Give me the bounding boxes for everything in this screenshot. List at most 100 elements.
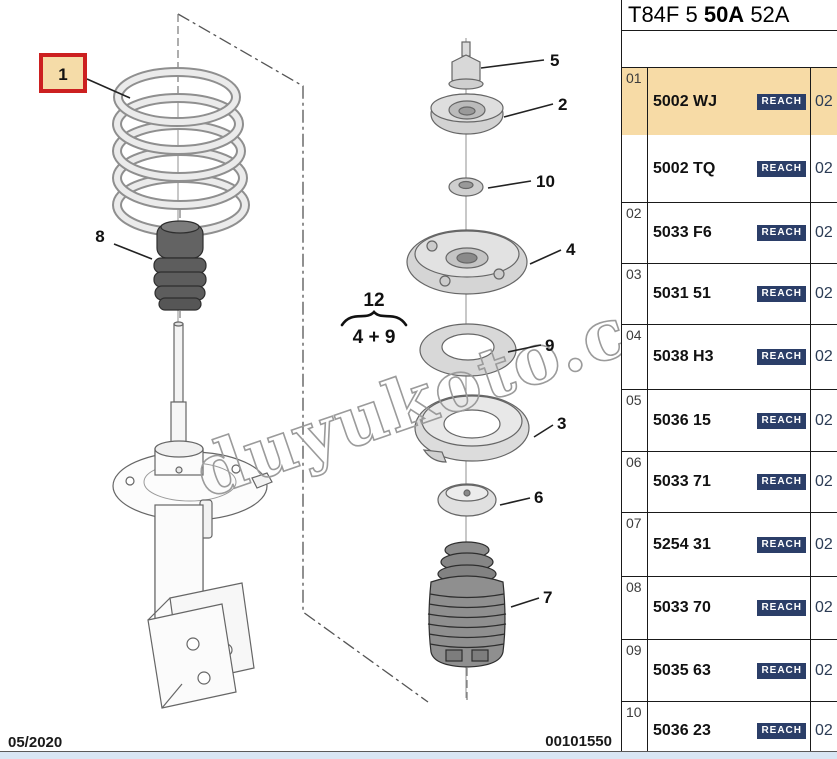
- horizontal-scrollbar[interactable]: [0, 751, 837, 759]
- reach-badge[interactable]: REACH: [757, 600, 806, 616]
- title-variant: 52A: [750, 2, 790, 27]
- quantity-cell: 02: [810, 68, 837, 135]
- watermark-text: duyukoto.com: [185, 248, 622, 514]
- bump-stop-illustration: [153, 220, 207, 311]
- quantity-cell: 02: [810, 513, 837, 576]
- reach-badge[interactable]: REACH: [757, 349, 806, 365]
- dust-boot-illustration: [427, 541, 507, 700]
- reach-badge[interactable]: REACH: [757, 225, 806, 241]
- quantity-cell: 02: [810, 452, 837, 512]
- svg-text:6: 6: [534, 488, 543, 507]
- part-code[interactable]: 5036 15: [653, 411, 711, 429]
- table-row[interactable]: 06 5033 71 REACH 02: [622, 452, 837, 513]
- row-number: 04: [622, 325, 648, 389]
- callout-5[interactable]: 5: [480, 51, 559, 70]
- callout-10[interactable]: 10: [487, 172, 555, 191]
- table-row[interactable]: 02 5033 F6 REACH 02: [622, 203, 837, 264]
- phantom-outline: [177, 13, 429, 703]
- part-code[interactable]: 5038 H3: [653, 348, 714, 365]
- washer-illustration: [448, 177, 484, 197]
- title-model: T84F 5: [628, 2, 698, 27]
- row-number: 06: [622, 452, 648, 512]
- svg-text:5: 5: [550, 51, 559, 70]
- table-row[interactable]: 04 5038 H3 REACH 02: [622, 325, 837, 390]
- reach-badge[interactable]: REACH: [757, 662, 806, 679]
- table-row[interactable]: 5002 WJ REACH 02: [648, 68, 837, 135]
- table-gap-row: [622, 31, 837, 68]
- reach-badge[interactable]: REACH: [757, 474, 806, 490]
- row-number: 08: [622, 577, 648, 639]
- row-number: 10: [622, 702, 648, 759]
- row-number: 03: [622, 264, 648, 324]
- row-number: 07: [622, 513, 648, 576]
- table-row[interactable]: 5002 TQ REACH 02: [648, 135, 837, 202]
- row-number: 05: [622, 390, 648, 451]
- nut-illustration: [448, 41, 484, 90]
- footer-doc-number: 00101550: [545, 733, 612, 750]
- table-row[interactable]: 03 5031 51 REACH 02: [622, 264, 837, 325]
- table-row[interactable]: 10 5036 23 REACH 02: [622, 702, 837, 759]
- quantity-cell: 02: [810, 203, 837, 263]
- mount-cup-illustration: [430, 93, 504, 135]
- svg-text:3: 3: [557, 414, 566, 433]
- table-row[interactable]: 05 5036 15 REACH 02: [622, 390, 837, 452]
- part-code[interactable]: 5002 TQ: [653, 159, 716, 177]
- part-code[interactable]: 5031 51: [653, 285, 711, 302]
- svg-text:7: 7: [543, 588, 552, 607]
- reach-badge[interactable]: REACH: [757, 722, 806, 739]
- callout-3[interactable]: 3: [533, 414, 566, 438]
- part-code[interactable]: 5002 WJ: [653, 92, 718, 110]
- reach-badge[interactable]: REACH: [757, 286, 806, 302]
- part-code[interactable]: 5254 31: [653, 535, 711, 553]
- callout-2[interactable]: 2: [503, 95, 567, 118]
- svg-text:10: 10: [536, 172, 555, 191]
- reach-badge[interactable]: REACH: [757, 160, 806, 177]
- part-code[interactable]: 5033 71: [653, 473, 711, 490]
- quantity-cell: 02: [810, 390, 837, 451]
- row-number: 09: [622, 640, 648, 701]
- callout-6[interactable]: 6: [499, 488, 543, 507]
- svg-text:4 + 9: 4 + 9: [353, 327, 396, 348]
- table-row[interactable]: 08 5033 70 REACH 02: [622, 577, 837, 640]
- svg-text:12: 12: [363, 290, 384, 311]
- table-row-group-01[interactable]: 01 5002 WJ REACH 02 5002 TQ REACH 02: [622, 68, 837, 203]
- cap-illustration: [437, 483, 497, 517]
- quantity-cell: 02: [810, 577, 837, 639]
- callout-7[interactable]: 7: [510, 588, 552, 608]
- quantity-cell: 02: [810, 640, 837, 701]
- part-code[interactable]: 5035 63: [653, 661, 711, 679]
- table-row[interactable]: 07 5254 31 REACH 02: [622, 513, 837, 577]
- part-code[interactable]: 5036 23: [653, 721, 711, 739]
- callout-1-selected[interactable]: 1: [39, 53, 131, 99]
- svg-text:2: 2: [558, 95, 567, 114]
- reach-badge[interactable]: REACH: [757, 412, 806, 429]
- callout-9[interactable]: 9: [507, 336, 554, 355]
- svg-text:9: 9: [545, 336, 554, 355]
- bearing-illustration: [419, 323, 517, 377]
- page-title: T84F 5 50A 52A: [622, 0, 837, 31]
- callout-8[interactable]: 8: [95, 227, 153, 260]
- callout-group-12[interactable]: 12 4 + 9: [340, 290, 408, 348]
- callout-4[interactable]: 4: [529, 240, 576, 265]
- part-code[interactable]: 5033 70: [653, 599, 711, 616]
- strut-mount-illustration: [406, 229, 528, 295]
- quantity-cell: 02: [810, 702, 837, 759]
- quantity-cell: 02: [810, 135, 837, 202]
- svg-text:4: 4: [566, 240, 576, 259]
- callout-1-label: 1: [58, 65, 67, 84]
- coil-spring-illustration: [112, 67, 250, 237]
- quantity-cell: 02: [810, 325, 837, 389]
- spring-seat-illustration: [414, 394, 530, 463]
- reach-badge[interactable]: REACH: [757, 93, 806, 110]
- svg-text:8: 8: [95, 227, 104, 246]
- strut-illustration: [112, 321, 273, 709]
- table-row[interactable]: 09 5035 63 REACH 02: [622, 640, 837, 702]
- reach-badge[interactable]: REACH: [757, 536, 806, 553]
- footer-date: 05/2020: [8, 734, 62, 751]
- row-number: 01: [622, 68, 648, 202]
- quantity-cell: 02: [810, 264, 837, 324]
- part-code[interactable]: 5033 F6: [653, 224, 712, 241]
- title-variant-bold: 50A: [703, 2, 745, 27]
- parts-table: T84F 5 50A 52A 01 5002 WJ REACH 02 5002 …: [621, 0, 837, 759]
